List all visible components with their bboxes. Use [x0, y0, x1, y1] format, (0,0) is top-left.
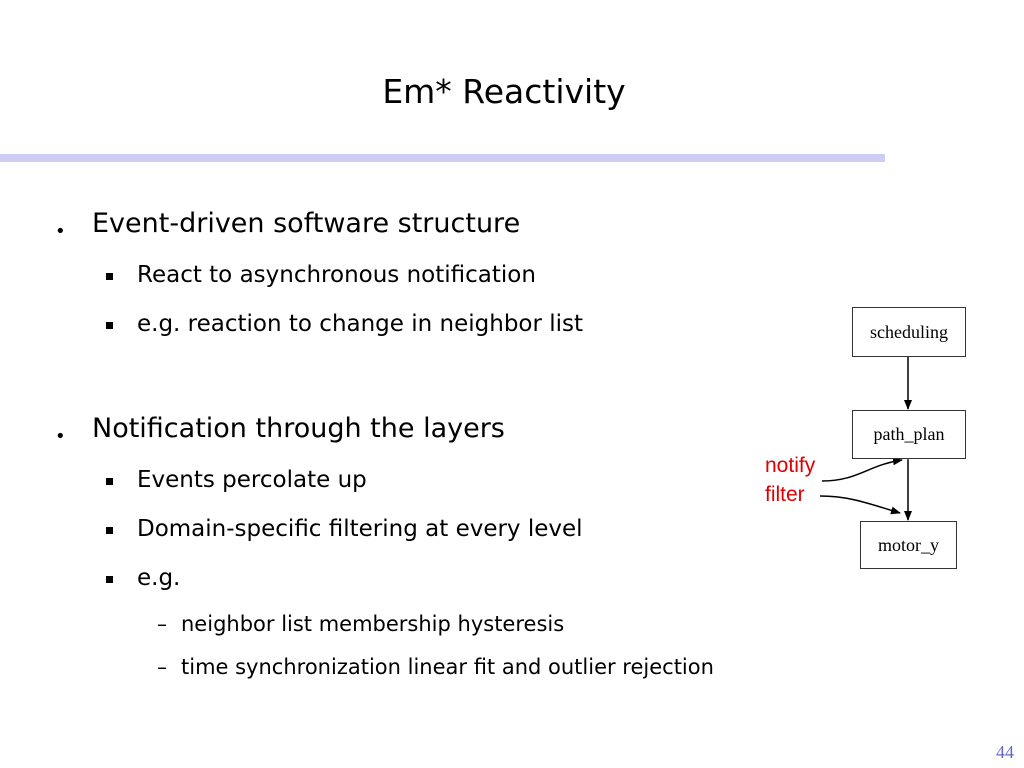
scheduling-box: scheduling [852, 307, 966, 357]
notify-label: notify [765, 454, 816, 477]
square-bullet-marker [106, 478, 113, 485]
motor-y-box: motor_y [860, 521, 957, 569]
square-bullet-marker [106, 322, 113, 329]
bullet-2-sub-1: Events percolate up [137, 467, 367, 493]
square-bullet-marker [106, 527, 113, 534]
bullet-1-sub-2: e.g. reaction to change in neighbor list [137, 311, 584, 337]
bullet-1-text: Event-driven software structure [92, 208, 521, 239]
bullet-2-sub-2: Domain-specific filtering at every level [137, 516, 583, 542]
bullet-1-sub-1: React to asynchronous notification [137, 262, 536, 288]
square-bullet-marker [106, 576, 113, 583]
dash-marker: – [157, 612, 167, 636]
bullet-marker: • [55, 426, 66, 447]
title-underline [0, 154, 885, 162]
slide-title: Em* Reactivity [382, 72, 626, 111]
bullet-marker: • [55, 221, 66, 242]
bullet-2-text: Notification through the layers [92, 413, 505, 444]
bullet-2-subsub-1: neighbor list membership hysteresis [181, 612, 565, 636]
path-plan-box: path_plan [852, 410, 966, 459]
filter-label: filter [765, 483, 805, 506]
page-number: 44 [996, 742, 1014, 762]
bullet-2-sub-3: e.g. [137, 565, 181, 591]
dash-marker: – [157, 655, 167, 679]
notify-arrow [821, 457, 903, 482]
square-bullet-marker [106, 273, 113, 280]
bullet-2-subsub-2: time synchronization linear fit and outl… [181, 655, 714, 679]
filter-arrow [819, 495, 901, 515]
